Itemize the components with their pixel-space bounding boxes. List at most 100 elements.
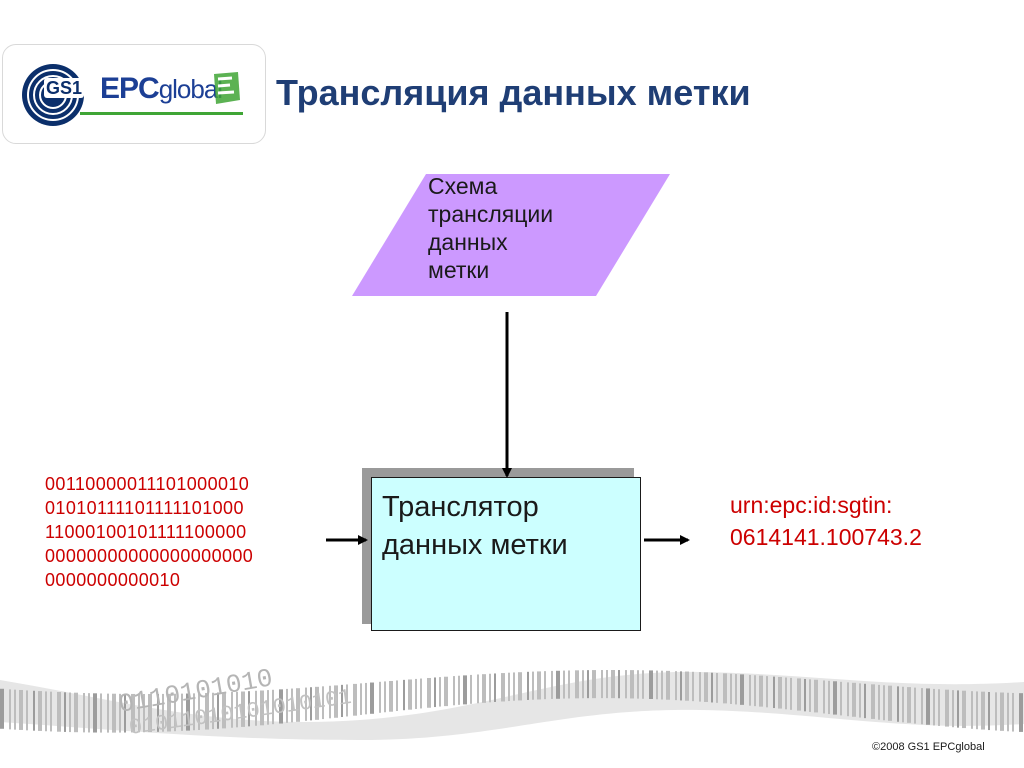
- banner-bar: [353, 683, 357, 716]
- banner-bar: [205, 692, 209, 730]
- binary-line: 0000000000010: [45, 570, 181, 590]
- banner-bar: [642, 670, 644, 699]
- banner-bar: [907, 687, 911, 723]
- banner-bar: [403, 679, 405, 711]
- banner-bar: [666, 670, 670, 700]
- banner-bar: [453, 676, 455, 706]
- banner-bar: [704, 672, 708, 702]
- banner-bar: [988, 692, 990, 731]
- urn-line: 0614141.100743.2: [730, 524, 922, 550]
- binary-line: 01010111101111101000: [45, 498, 244, 518]
- banner-bar: [434, 677, 436, 708]
- banner-bar: [501, 673, 505, 702]
- banner-bar: [255, 690, 257, 726]
- banner-bar: [1019, 693, 1023, 732]
- banner-bar: [112, 693, 116, 733]
- scheme-parallelogram: [352, 174, 670, 296]
- banner-bar: [315, 686, 319, 720]
- banner-bar: [814, 679, 818, 713]
- banner-bar: [64, 692, 66, 732]
- banner-bar: [19, 689, 23, 730]
- banner-bar: [833, 681, 837, 715]
- banner-bar: [69, 692, 71, 733]
- banner-bar: [14, 689, 16, 730]
- banner-bar: [296, 688, 300, 722]
- input-binary-data: 00110000011101000010 0101011110111110100…: [45, 472, 253, 592]
- banner-bar: [119, 693, 121, 733]
- banner-bar: [279, 689, 283, 724]
- banner-bar: [785, 677, 787, 710]
- banner-bar: [83, 693, 85, 733]
- banner-bar: [138, 693, 140, 733]
- banner-bar: [680, 671, 682, 701]
- scheme-label-line: метки: [428, 257, 490, 283]
- banner-bar: [212, 692, 214, 730]
- banner-bar: [181, 693, 183, 731]
- banner-bar: [556, 670, 560, 699]
- banner-bar: [198, 693, 200, 730]
- binary-line: 00110000011101000010: [45, 474, 250, 494]
- banner-bar: [420, 678, 422, 709]
- banner-bar: [310, 687, 312, 721]
- banner-bar: [463, 675, 467, 705]
- banner-bar: [527, 671, 529, 700]
- banner-bar: [797, 678, 801, 711]
- translator-label-line: данных метки: [382, 529, 568, 561]
- banner-bar: [790, 677, 792, 710]
- banner-bar: [88, 693, 90, 733]
- banner-bar: [341, 684, 343, 718]
- banner-bar: [601, 670, 603, 699]
- banner-bar: [38, 691, 42, 731]
- translator-label: Транслятор данных метки: [382, 488, 632, 564]
- banner-bar: [575, 670, 579, 699]
- banner-bar: [370, 682, 374, 714]
- banner-bar: [408, 679, 412, 710]
- banner-bar: [995, 692, 997, 731]
- banner-bar: [365, 682, 367, 715]
- banner-bar: [685, 671, 689, 701]
- banner-bar: [828, 680, 830, 715]
- banner-bar: [914, 687, 916, 724]
- translation-scheme-label: Схема трансляции данных метки: [428, 172, 628, 284]
- banner-bar: [823, 680, 825, 714]
- banner-bar: [489, 673, 491, 703]
- banner-bar: [637, 670, 639, 699]
- banner-bar: [107, 693, 109, 733]
- binary-line: 11000100101111100000: [45, 522, 247, 542]
- banner-bar: [482, 674, 486, 703]
- banner-bar: [587, 670, 589, 699]
- banner-bar: [976, 691, 978, 730]
- banner-bar: [649, 670, 653, 700]
- banner-bar: [692, 671, 694, 702]
- banner-bar: [902, 686, 904, 723]
- banner-bar: [174, 693, 176, 732]
- gs1-logo-text: GS1: [44, 78, 85, 98]
- banner-bar: [384, 681, 386, 713]
- banner-bar: [9, 689, 11, 730]
- urn-line: urn:epc:id:sgtin:: [730, 492, 893, 518]
- translation-scheme-shape: [352, 174, 670, 296]
- banner-bar: [945, 689, 949, 727]
- banner-bar: [661, 670, 663, 700]
- banner-bar: [606, 670, 608, 699]
- banner-bar: [477, 674, 479, 704]
- banner-bar: [379, 681, 381, 713]
- banner-bar: [231, 691, 233, 728]
- copyright-notice: ©2008 GS1 EPCglobal: [872, 741, 985, 753]
- banner-bar: [334, 685, 338, 718]
- banner-bar: [143, 693, 145, 733]
- banner-bar: [871, 684, 875, 719]
- translator-box: [371, 477, 641, 631]
- scheme-label-line: данных: [428, 229, 508, 255]
- banner-bar: [241, 691, 245, 727]
- banner-bar: [439, 677, 441, 707]
- banner-bar: [568, 670, 570, 699]
- banner-bar: [971, 691, 973, 729]
- banner-bar: [518, 672, 522, 701]
- banner-bar: [222, 692, 226, 729]
- banner-bar: [346, 684, 348, 717]
- banner-bar: [458, 675, 460, 705]
- banner-bar: [248, 691, 250, 727]
- banner-bar: [162, 693, 164, 732]
- banner-bar: [124, 693, 126, 733]
